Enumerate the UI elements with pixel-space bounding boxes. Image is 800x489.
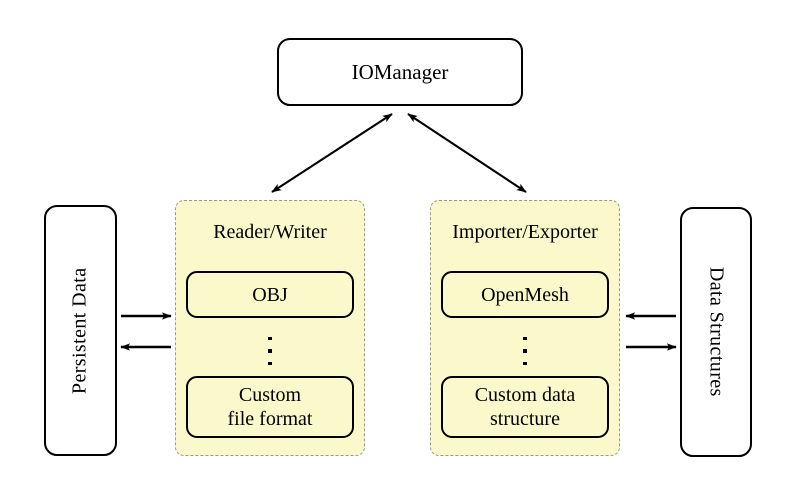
node-data-structures[interactable]: Data Structures <box>680 207 752 457</box>
node-iomanager[interactable]: IOManager <box>277 38 523 106</box>
reader-writer-ellipsis-icon <box>176 335 364 367</box>
node-obj[interactable]: OBJ <box>186 271 354 318</box>
custom-file-format-line2: file format <box>227 408 313 430</box>
obj-label: OBJ <box>252 283 288 306</box>
group-importer-exporter[interactable]: Importer/Exporter OpenMesh Custom data s… <box>430 200 620 456</box>
group-reader-writer-title: Reader/Writer <box>213 221 327 243</box>
custom-data-structure-label: Custom data structure <box>475 383 576 431</box>
connector-manager-importerexporter <box>407 113 527 193</box>
group-importer-exporter-title: Importer/Exporter <box>452 221 598 243</box>
node-openmesh[interactable]: OpenMesh <box>441 271 609 318</box>
persistent-data-label: Persistent Data <box>68 267 91 394</box>
node-custom-data-structure[interactable]: Custom data structure <box>441 376 609 438</box>
iomanager-label: IOManager <box>351 59 449 84</box>
custom-data-structure-line2: structure <box>490 408 560 430</box>
custom-data-structure-line1: Custom data <box>474 384 576 406</box>
node-persistent-data[interactable]: Persistent Data <box>44 205 117 456</box>
connector-manager-readerwriter <box>271 113 393 193</box>
custom-file-format-line1: Custom <box>238 384 302 406</box>
importer-exporter-ellipsis-icon <box>431 335 619 367</box>
data-structures-label: Data Structures <box>705 267 728 397</box>
group-reader-writer[interactable]: Reader/Writer OBJ Custom file format <box>175 200 365 456</box>
node-custom-file-format[interactable]: Custom file format <box>186 376 354 438</box>
openmesh-label: OpenMesh <box>481 283 569 306</box>
custom-file-format-label: Custom file format <box>228 383 313 431</box>
